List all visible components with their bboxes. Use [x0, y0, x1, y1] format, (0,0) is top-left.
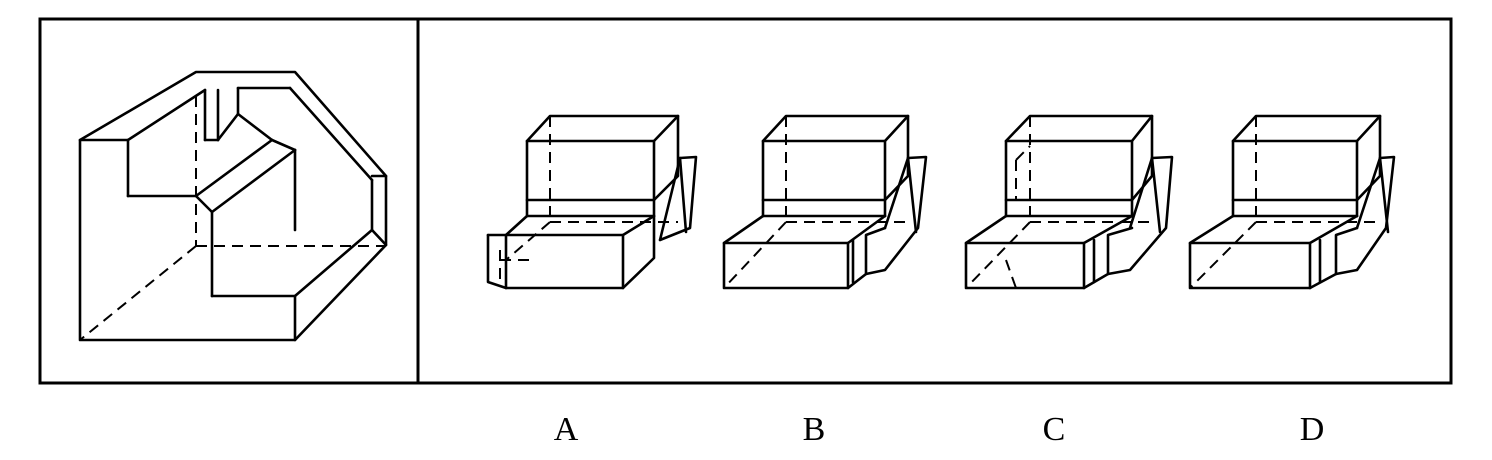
option-label-d: D	[1300, 411, 1325, 448]
option-solid-d	[1188, 114, 1396, 290]
reference-solid	[78, 70, 388, 342]
option-label-c: C	[1043, 411, 1066, 448]
option-solid-b	[722, 114, 928, 290]
option-label-a: A	[554, 411, 579, 448]
option-label-b: B	[803, 411, 826, 448]
reference-panel	[38, 17, 420, 385]
option-solid-a	[486, 114, 698, 290]
options-panel	[416, 17, 1453, 385]
option-solid-c	[964, 114, 1174, 290]
